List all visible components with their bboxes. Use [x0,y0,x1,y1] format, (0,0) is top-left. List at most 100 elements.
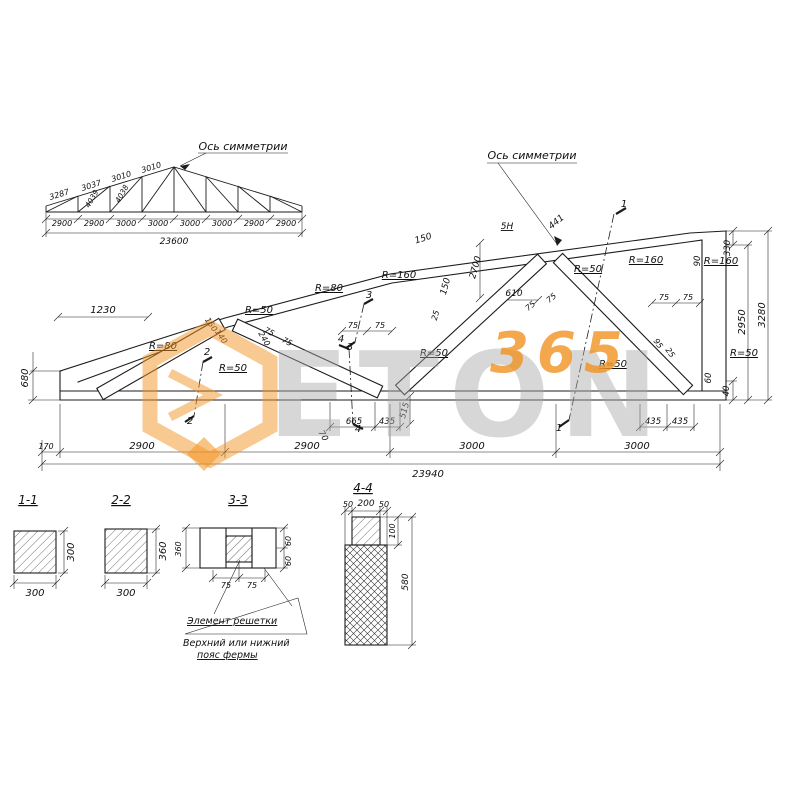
section-3-3-dims [181,523,289,583]
section-3-3-triangle [184,597,308,635]
dim-label: 441 [547,213,567,232]
lattice-note: Элемент решетки [186,616,277,627]
dim-label: 75 [263,325,276,338]
section-cut-marker: 2 [204,347,210,358]
dim-label: 3000 [180,219,200,228]
dim-label: R=50 [420,348,448,359]
dim-label: 60 [284,536,293,546]
dim-label: R=50 [574,264,602,275]
section-3-3-leaders [213,559,293,615]
cut-line-4 [348,348,354,425]
dim-label: 3000 [212,219,232,228]
section-4-4-stem [351,516,381,546]
dim-label: 75 [247,581,257,590]
dim-label: 200 [357,499,374,509]
dim-label: 23600 [160,237,189,247]
dim-label: 1230 [90,305,115,316]
section-cut-marker: 1 [621,199,627,210]
end-post [701,230,727,401]
dim-label: R=50 [730,348,758,359]
section-cut-marker: 4 [355,424,361,435]
watermark-number: 365 [490,321,631,386]
section-4-4-body [344,544,388,646]
bottom-chord [59,370,727,401]
section-cut-marker: 3 [366,290,372,301]
section-3-3-lattice [225,535,253,563]
dim-label: R=80 [315,283,343,294]
dim-label: 75 [683,293,693,302]
dim-label: 75 [221,581,231,590]
dim-label: 75 [348,321,358,330]
section-cut-marker: 2 [187,416,193,427]
dim-label: 300 [116,588,135,599]
dim-label: 75 [281,335,294,348]
dim-label: 330 [723,240,733,256]
dim-label: 580 [401,573,411,590]
dim-label: 360 [158,541,169,560]
dim-label: 3010 [110,169,132,184]
dim-label: 2900 [276,219,296,228]
watermark-chevron-icon [167,368,223,422]
diagonal-2 [231,318,384,399]
dim-label: 515 [398,401,412,419]
dim-label: 2950 [737,309,748,334]
dim-label: 75 [375,321,385,330]
dim-label: 90 [693,256,703,267]
dim-label: 3000 [116,219,136,228]
cut-flags [184,207,627,430]
dim-label: 300 [25,588,44,599]
section-cut-marker: 3 [347,342,353,353]
dim-label: R=50 [245,305,273,316]
dim-label: 100 [388,523,397,538]
dim-label: 23940 [412,469,444,480]
dim-label: 50 [343,500,353,509]
section-4-4: 4-4 50 200 50 100 580 [340,481,417,650]
section-1-1-body [13,530,57,574]
main-axis-label: Ось симметрии [488,149,577,162]
dim-label: 2900 [294,441,319,452]
overview-axis-label: Ось симметрии [199,140,288,153]
watermark: ETON 365 [142,319,668,471]
section-2-2: 2-2 300 360 [100,493,169,599]
section-2-2-dims [100,524,161,589]
section-4-4-title: 4-4 [353,481,373,495]
section-cut-marker: 1 [556,423,562,434]
dim-label: 25 [430,309,441,321]
dim-label: 60 [284,556,293,566]
chord-note-line1: Верхний или нижний [183,638,290,649]
section-2-2-title: 2-2 [111,493,131,507]
dim-label: 50 [379,500,389,509]
dim-label: 3000 [459,441,484,452]
section-3-3-title: 3-3 [228,493,248,507]
section-3-3: 3-3 75 75 60 60 360 Элемент решетки Верх… [174,493,308,661]
section-1-1: 1-1 300 300 [9,493,77,599]
dim-label: 665 [346,417,362,427]
dim-label: R=160 [382,270,416,281]
dim-label: 2700 [468,255,484,280]
section-1-1-title: 1-1 [18,493,38,507]
section-cut-marker: 4 [338,334,344,345]
dim-label: 2900 [244,219,264,228]
dim-label: R=160 [629,255,663,266]
dim-label: 5Н [501,222,514,232]
dim-label: 150 [439,277,453,296]
chord-note-line2: пояс фермы [197,650,258,661]
dim-label: 610 [505,289,522,299]
overview-web-members [45,166,303,213]
overview-axis-arrowhead [180,164,190,170]
section-2-2-body [104,528,148,574]
dim-label: 70 [316,429,330,443]
dim-label: 300 [66,542,77,561]
dim-label: 3000 [148,219,168,228]
diagonal-4 [552,252,694,396]
dim-label: R=50 [219,363,247,374]
dim-label: R=160 [704,256,738,267]
dim-label: 3000 [624,441,649,452]
dim-label: 40 [722,386,732,397]
dim-label: 4038 [113,183,130,204]
watermark-word: ETON [268,326,668,464]
dim-label: R=50 [599,359,627,370]
section-4-4-dims [340,506,417,650]
